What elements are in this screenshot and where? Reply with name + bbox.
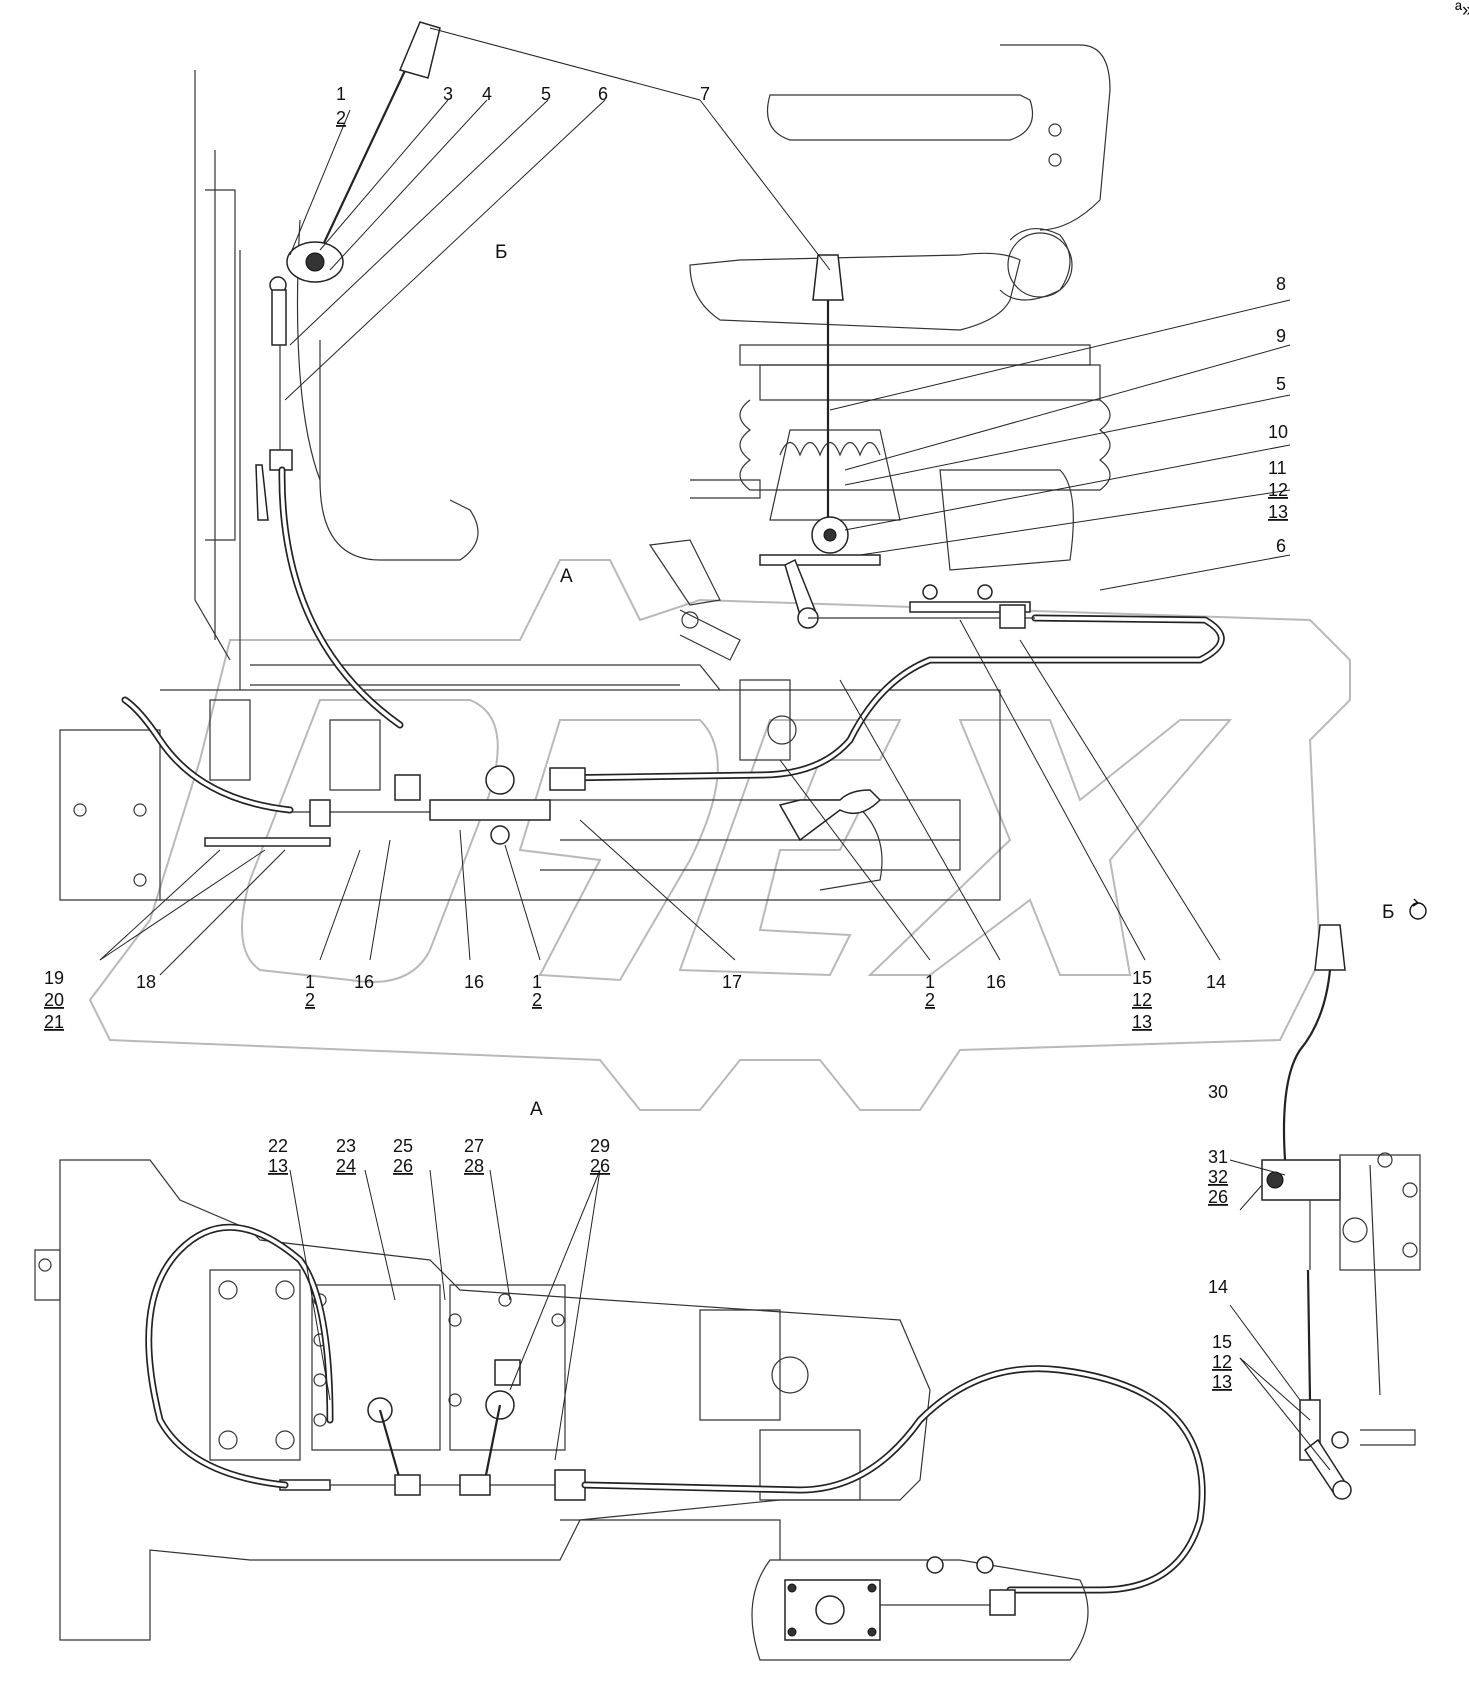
view-mark-a-top: А xyxy=(560,566,573,587)
label-2c: 2 xyxy=(532,990,542,1010)
label-1c: 1 xyxy=(532,972,542,992)
label-2: 2 xyxy=(336,108,346,128)
label-22: 22 xyxy=(268,1136,288,1156)
part-number-labels: 1 2 3 4 5 6 7 8 9 5 10 11 12 13 6 19 20 … xyxy=(44,84,1288,1392)
label-27: 27 xyxy=(464,1136,484,1156)
label-26a: 26 xyxy=(393,1156,413,1176)
label-19: 19 xyxy=(44,968,64,988)
label-30: 30 xyxy=(1208,1082,1228,1102)
label-14a: 14 xyxy=(1206,972,1226,992)
label-6: 6 xyxy=(598,84,608,104)
label-8: 8 xyxy=(1276,274,1286,294)
view-mark-b-top: Б xyxy=(495,242,507,263)
corner-mark: ª» ª³ xyxy=(1455,0,1469,21)
watermark-gear-logo xyxy=(88,559,1351,1111)
label-13a: 13 xyxy=(1268,502,1288,522)
label-11: 11 xyxy=(1268,458,1287,478)
transmission-housing xyxy=(59,679,1001,901)
cab-pillar xyxy=(194,70,721,691)
label-24: 24 xyxy=(336,1156,356,1176)
view-mark-b-side: Б xyxy=(1382,902,1394,923)
label-31: 31 xyxy=(1208,1147,1228,1167)
label-16b: 16 xyxy=(464,972,484,992)
label-4: 4 xyxy=(482,84,492,104)
label-29: 29 xyxy=(590,1136,610,1156)
lower-bracket-detail xyxy=(751,1556,1089,1661)
label-5: 5 xyxy=(541,84,551,104)
label-32: 32 xyxy=(1208,1167,1228,1187)
label-26b: 26 xyxy=(590,1156,610,1176)
label-14b: 14 xyxy=(1208,1277,1228,1297)
seat-shift-lever xyxy=(759,254,901,629)
label-1b: 1 xyxy=(305,972,315,992)
label-3: 3 xyxy=(443,84,453,104)
label-13c: 13 xyxy=(268,1156,288,1176)
label-15a: 15 xyxy=(1132,968,1152,988)
label-12c: 12 xyxy=(1212,1352,1232,1372)
label-16c: 16 xyxy=(986,972,1006,992)
view-b-side-lever xyxy=(1261,924,1421,1500)
label-26c: 26 xyxy=(1208,1187,1228,1207)
label-20: 20 xyxy=(44,990,64,1010)
rotate-arrow-icon xyxy=(1409,898,1427,920)
operator-seat xyxy=(689,44,1111,571)
label-5b: 5 xyxy=(1276,374,1286,394)
pedal-cluster xyxy=(648,539,741,661)
label-13d: 13 xyxy=(1212,1372,1232,1392)
label-18: 18 xyxy=(136,972,156,992)
label-12a: 12 xyxy=(1268,480,1288,500)
label-6b: 6 xyxy=(1276,536,1286,556)
label-10: 10 xyxy=(1268,422,1288,442)
label-28: 28 xyxy=(464,1156,484,1176)
label-25: 25 xyxy=(393,1136,413,1156)
label-21: 21 xyxy=(44,1012,64,1032)
label-1d: 1 xyxy=(925,972,935,992)
label-9: 9 xyxy=(1276,326,1286,346)
view-mark-a-bottom: А xyxy=(530,1099,543,1120)
cable-lower-right-loop xyxy=(581,1365,1206,1594)
label-13b: 13 xyxy=(1132,1012,1152,1032)
main-shift-lever xyxy=(255,21,441,521)
linkage-rod-mid xyxy=(204,765,882,847)
leader-lines xyxy=(99,27,1331,1471)
label-16a: 16 xyxy=(354,972,374,992)
cable-upper-left xyxy=(278,466,404,729)
view-a-transmission xyxy=(34,1159,931,1641)
label-1: 1 xyxy=(336,84,346,104)
label-23: 23 xyxy=(336,1136,356,1156)
label-2b: 2 xyxy=(305,990,315,1010)
label-15b: 15 xyxy=(1212,1332,1232,1352)
cable-left-loop xyxy=(121,696,294,814)
label-2d: 2 xyxy=(925,990,935,1010)
label-7: 7 xyxy=(700,84,710,104)
cable-upper-right xyxy=(551,614,1225,782)
label-12b: 12 xyxy=(1132,990,1152,1010)
label-17: 17 xyxy=(722,972,742,992)
